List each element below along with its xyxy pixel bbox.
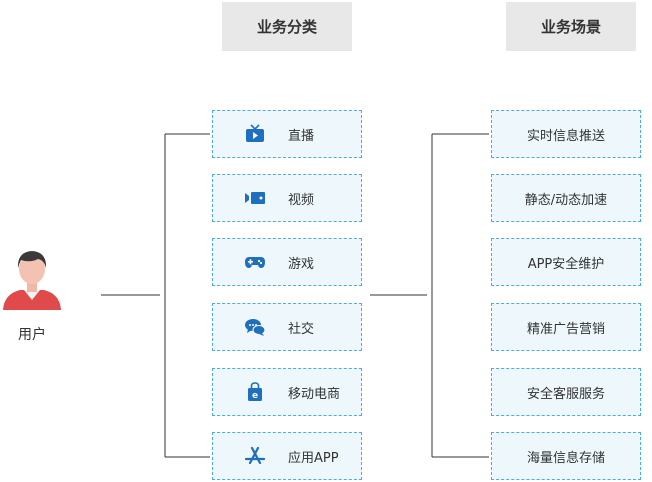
category-label: 应用APP xyxy=(288,450,339,466)
user-avatar-icon xyxy=(3,251,61,310)
category-label: 游戏 xyxy=(288,256,315,272)
svg-text:e: e xyxy=(252,391,258,401)
scenario-header: 业务场景 xyxy=(506,2,636,51)
scenario-box-app-security[interactable]: APP安全维护 xyxy=(491,238,641,286)
user-label: 用户 xyxy=(18,327,46,343)
tv-icon xyxy=(244,123,266,145)
gamepad-icon xyxy=(244,251,266,273)
category-label: 移动电商 xyxy=(288,386,341,402)
shopping-bag-icon: e xyxy=(244,381,266,403)
category-box-app[interactable]: 应用APP xyxy=(212,432,362,480)
scenario-box-push[interactable]: 实时信息推送 xyxy=(491,110,641,158)
category-box-mobile-commerce[interactable]: e 移动电商 xyxy=(212,368,362,416)
chat-bubbles-icon xyxy=(244,316,266,338)
scenario-box-storage[interactable]: 海量信息存储 xyxy=(491,432,641,480)
category-label: 直播 xyxy=(288,128,315,144)
category-box-video[interactable]: 视频 xyxy=(212,174,362,222)
video-camera-icon xyxy=(244,187,266,209)
category-box-games[interactable]: 游戏 xyxy=(212,238,362,286)
category-box-social[interactable]: 社交 xyxy=(212,303,362,351)
category-label: 社交 xyxy=(288,321,315,337)
scenario-box-acceleration[interactable]: 静态/动态加速 xyxy=(491,174,641,222)
app-store-icon xyxy=(244,445,266,467)
category-header: 业务分类 xyxy=(222,2,352,51)
scenario-box-customer-service[interactable]: 安全客服服务 xyxy=(491,368,641,416)
category-box-live[interactable]: 直播 xyxy=(212,110,362,158)
category-label: 视频 xyxy=(288,192,315,208)
scenario-box-ad-marketing[interactable]: 精准广告营销 xyxy=(491,303,641,351)
